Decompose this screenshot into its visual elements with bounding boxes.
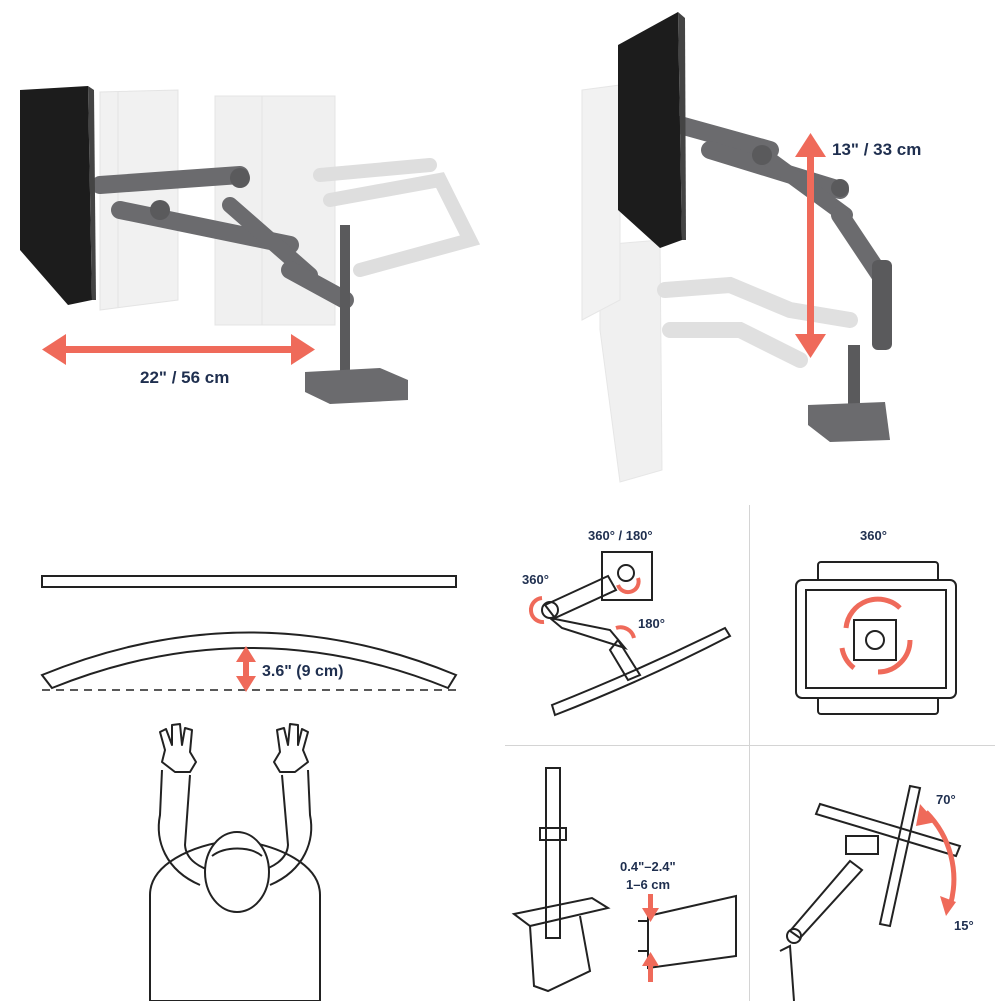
dark-monitor [20, 86, 96, 305]
monitor-edge [550, 626, 732, 717]
arm-segment [788, 859, 864, 940]
grid-divider-horizontal [505, 745, 995, 746]
monitor-landscape-outline [795, 579, 957, 699]
mount-pole [848, 345, 860, 415]
vesa-plate [601, 551, 653, 601]
ghost-monitor [581, 84, 663, 483]
extension-panel: 22" / 56 cm [0, 0, 500, 500]
arm-base [779, 944, 795, 1001]
rotation-cell: 360° / 180° 360° 180° [500, 500, 750, 745]
arm-joint [541, 601, 559, 619]
height-illustration [581, 12, 892, 483]
flat-monitor-outline [41, 575, 457, 588]
monitor-arm [91, 166, 354, 309]
clamp-top [511, 896, 611, 928]
arm-joint [786, 928, 802, 944]
desk-base [808, 402, 890, 442]
arm-segment [543, 574, 618, 620]
arrow-head [940, 896, 956, 916]
arrow-head [916, 804, 936, 826]
desk-base [305, 368, 408, 404]
swivel-joint [617, 564, 635, 582]
rotation-illustration [529, 551, 732, 717]
arm-joint [150, 200, 170, 220]
dark-monitor [618, 12, 686, 248]
height-measure: 13" / 33 cm [832, 140, 922, 159]
rotate-label: 360° [860, 528, 887, 543]
tilt-illustration [779, 784, 962, 1001]
grid-divider-vertical [749, 505, 750, 1001]
clamp-cell: 0.4"–2.4" 1–6 cm [500, 746, 750, 1001]
mount-pole [872, 260, 892, 350]
desk-thickness-cm: 1–6 cm [626, 877, 671, 892]
rotate-arrow-icon [529, 577, 641, 639]
clamp-body [529, 915, 592, 993]
double-arrow-vertical-icon [642, 894, 659, 982]
double-arrow-vertical-icon [236, 646, 256, 692]
curve-depth-measure: 3.6" (9 cm) [262, 663, 344, 680]
tilt-joint-label: 180° [638, 616, 665, 631]
vesa-center [865, 630, 885, 650]
swivel-top-label: 360° / 180° [588, 528, 653, 543]
arm-joint [230, 168, 250, 188]
arm-segment [549, 617, 628, 650]
clamp-illustration [511, 767, 737, 993]
portrait-illustration [795, 561, 957, 715]
curved-illustration [40, 575, 458, 1001]
arm-joint [831, 179, 849, 197]
mount-pole [340, 225, 350, 380]
desk-thickness-inches: 0.4"–2.4" [620, 859, 676, 874]
monitor-tilted-outline [814, 802, 962, 858]
pole-collar [539, 827, 567, 841]
person-figure [149, 723, 321, 1001]
swivel-left-label: 360° [522, 572, 549, 587]
ghost-monitor [99, 89, 179, 311]
monitor-vertical-outline [878, 784, 922, 928]
curved-panel: 3.6" (9 cm) [0, 500, 500, 1001]
rotate-arrow-icon [839, 596, 913, 675]
portrait-cell: 360° [750, 500, 1000, 745]
vesa-plate [853, 619, 897, 661]
ghost-arm [657, 276, 858, 368]
monitor-screen [805, 589, 947, 689]
double-arrow-horizontal-icon [42, 334, 315, 365]
curved-monitor-outline [40, 631, 458, 690]
tilt-head [845, 835, 879, 855]
rotate-arrow-icon [924, 810, 957, 907]
tilt-up-label: 70° [936, 792, 956, 807]
desk-edge [647, 894, 737, 970]
ghost-arm [313, 158, 481, 277]
height-panel: 13" / 33 cm [500, 0, 1000, 500]
mount-pole [545, 767, 561, 939]
extension-illustration [20, 86, 481, 404]
tilt-head [608, 638, 642, 682]
arm-joint [752, 145, 772, 165]
double-arrow-vertical-icon [795, 133, 826, 358]
tilt-cell: 70° 15° [750, 746, 1000, 1001]
extension-measure: 22" / 56 cm [140, 368, 230, 387]
tilt-down-label: 15° [954, 918, 974, 933]
